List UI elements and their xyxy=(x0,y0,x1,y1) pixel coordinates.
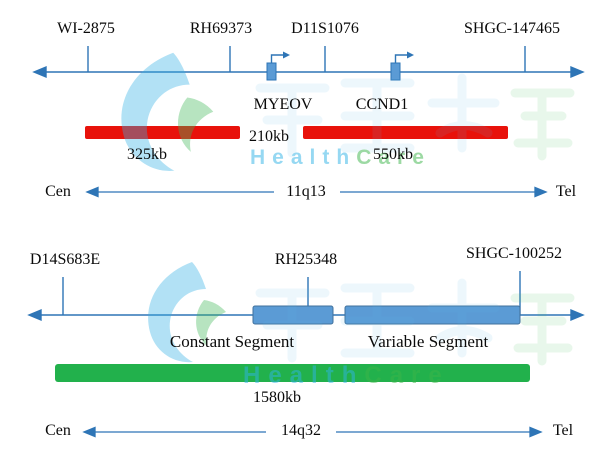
marker-label-d14s683e: D14S683E xyxy=(29,251,101,268)
variable-segment-box xyxy=(344,305,521,325)
distance-label-210kb: 210kb xyxy=(249,128,289,145)
distance-label-325kb: 325kb xyxy=(127,146,167,163)
map2-cen-label: Cen xyxy=(45,422,71,439)
constant-segment-box xyxy=(252,305,334,325)
myeov-arrowhead-icon xyxy=(283,51,290,59)
ccnd1-gene-box xyxy=(390,62,401,81)
map1-axis-arrowhead-left-icon xyxy=(32,65,47,79)
marker-label-shgc147465: SHGC-147465 xyxy=(463,20,561,37)
map1-gene-symbols xyxy=(266,51,414,81)
map1-cen-arrowhead-icon xyxy=(85,186,99,198)
variable-segment-label: Variable Segment xyxy=(367,332,489,351)
map2-cen-arrowhead-icon xyxy=(82,426,96,438)
map2-green-bar xyxy=(55,364,530,382)
distance-label-1580kb: 1580kb xyxy=(253,389,301,406)
ccnd1-arrowhead-icon xyxy=(407,51,414,59)
ccnd1-transcription-arrow-icon xyxy=(394,54,408,63)
marker-label-d11s1076: D11S1076 xyxy=(291,20,359,37)
map2-axis-arrowhead-left-icon xyxy=(27,308,42,322)
constant-segment-label: Constant Segment xyxy=(169,332,295,351)
map1-cen-label: Cen xyxy=(45,183,71,200)
marker-label-rh69373: RH69373 xyxy=(189,20,253,37)
map1-axis xyxy=(32,46,585,79)
map1-cen-tel-arrow xyxy=(85,186,548,198)
distance-label-550kb: 550kb xyxy=(373,146,413,163)
map1-red-bar-right xyxy=(303,126,508,139)
map1-axis-arrowhead-right-icon xyxy=(570,65,585,79)
myeov-gene-box xyxy=(266,62,277,81)
map1-tel-label: Tel xyxy=(555,183,577,200)
marker-label-shgc100252: SHGC-100252 xyxy=(465,245,563,262)
marker-label-rh25348: RH25348 xyxy=(274,251,338,268)
marker-label-wi2875: WI-2875 xyxy=(57,20,115,37)
map2-tel-label: Tel xyxy=(552,422,574,439)
map1-tel-arrowhead-icon xyxy=(534,186,548,198)
map1-region-label: 11q13 xyxy=(286,183,326,200)
map2-axis-arrowhead-right-icon xyxy=(570,308,585,322)
gene-label-myeov: MYEOV xyxy=(253,96,313,113)
gene-label-ccnd1: CCND1 xyxy=(355,96,409,113)
map1-red-bar-left xyxy=(85,126,240,139)
map2-region-label: 14q32 xyxy=(281,422,321,439)
map2-tel-arrowhead-icon xyxy=(529,426,543,438)
map2-cen-tel-arrow xyxy=(82,426,543,438)
myeov-transcription-arrow-icon xyxy=(270,54,284,63)
